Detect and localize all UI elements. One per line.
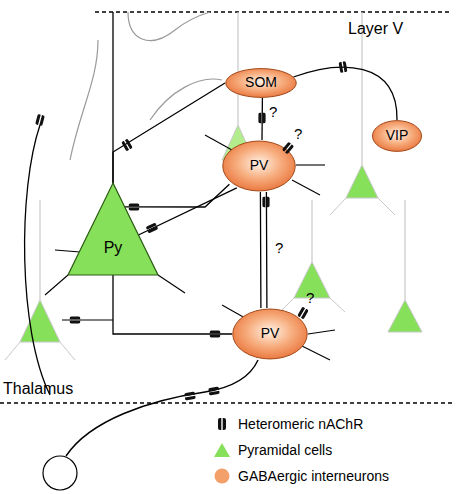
interneuron-body bbox=[226, 69, 297, 98]
interneuron-shape bbox=[372, 120, 422, 152]
interneuron-shape bbox=[222, 140, 296, 192]
dendrite-line bbox=[361, 12, 362, 165]
nachr-receptor bbox=[35, 114, 45, 126]
dendrite-line bbox=[5, 342, 20, 360]
apical-dendrite bbox=[112, 12, 113, 184]
interneuron-node: PV bbox=[232, 308, 308, 360]
dendrite-line bbox=[237, 12, 238, 125]
synaptic-connection bbox=[260, 192, 267, 308]
synaptic-connection bbox=[113, 83, 225, 183]
dendrite-line bbox=[330, 298, 345, 312]
region-label: Thalamus bbox=[3, 380, 73, 398]
swatch-triangle bbox=[214, 443, 230, 457]
legend-text: Pyramidal cells bbox=[238, 442, 332, 458]
dendrite-line bbox=[39, 200, 40, 300]
nachr-receptor bbox=[184, 392, 196, 401]
uncertainty-mark: ? bbox=[294, 126, 302, 143]
synaptic-connection bbox=[293, 67, 397, 120]
nachr-receptor bbox=[210, 330, 221, 337]
pyramidal-cell-body bbox=[68, 183, 158, 275]
interneuron-body bbox=[223, 141, 296, 191]
interneuron-dendrite bbox=[205, 135, 232, 150]
synaptic-connection bbox=[261, 98, 263, 140]
pyramidal-cell-shape bbox=[68, 183, 158, 275]
interneuron-dendrite bbox=[292, 180, 320, 195]
dendrite-line bbox=[150, 79, 222, 120]
interneuron-shape bbox=[232, 308, 308, 360]
cell-label: Py bbox=[104, 239, 123, 257]
dendrite-line bbox=[330, 198, 346, 215]
interneuron-dendrite bbox=[308, 330, 335, 334]
thalamic-neuron bbox=[43, 456, 77, 490]
uncertainty-mark: ? bbox=[275, 240, 283, 257]
dendrite-line bbox=[60, 342, 75, 360]
interneuron-shape bbox=[225, 68, 297, 98]
synaptic-connection bbox=[138, 188, 236, 235]
background-pyramidal-cell bbox=[222, 125, 254, 160]
legend-item: GABAergic interneurons bbox=[214, 468, 389, 484]
dendrite-line bbox=[311, 200, 312, 262]
interneuron-dendrite bbox=[300, 345, 330, 360]
legend-swatch bbox=[214, 442, 230, 458]
background-pyramidal-cell bbox=[294, 262, 330, 298]
cell-label: PV bbox=[250, 158, 269, 173]
layer-boundary bbox=[0, 402, 452, 404]
nachr-receptor bbox=[70, 316, 81, 323]
legend-item: Heteromeric nAChR bbox=[214, 416, 363, 432]
dendrite-line bbox=[378, 198, 395, 215]
background-pyramidal-cell bbox=[346, 165, 378, 198]
dendrite-line bbox=[280, 298, 294, 312]
cell-label: SOM bbox=[245, 75, 277, 90]
nachr-receptor bbox=[146, 222, 159, 233]
nachr-receptor bbox=[208, 387, 220, 396]
nachr-receptor bbox=[297, 307, 309, 320]
legend-swatch bbox=[214, 468, 230, 484]
swatch-receptor bbox=[218, 418, 226, 430]
interneuron-dendrite bbox=[222, 305, 245, 318]
interneuron-node: SOM bbox=[225, 68, 297, 98]
nachr-receptor bbox=[282, 142, 294, 155]
nachr-receptor bbox=[339, 61, 348, 73]
nachr-receptor bbox=[121, 139, 133, 152]
legend-item: Pyramidal cells bbox=[214, 442, 332, 458]
nachr-receptor bbox=[262, 197, 269, 208]
synaptic-connection bbox=[113, 275, 232, 334]
thalamic-axon bbox=[66, 360, 258, 456]
legend-text: GABAergic interneurons bbox=[238, 468, 389, 484]
legend-swatch bbox=[214, 416, 230, 432]
interneuron-body bbox=[233, 309, 307, 359]
background-pyramidal-cell bbox=[20, 300, 60, 342]
layer-label: Layer V bbox=[348, 20, 403, 38]
layer-boundary bbox=[95, 11, 452, 13]
nachr-receptor bbox=[258, 113, 265, 124]
synaptic-connection bbox=[125, 184, 230, 207]
pyramidal-node: Py bbox=[68, 183, 158, 275]
uncertainty-mark: ? bbox=[306, 290, 314, 307]
dendrite-line bbox=[404, 200, 405, 300]
dendrite-line bbox=[128, 12, 210, 40]
uncertainty-mark: ? bbox=[269, 104, 277, 121]
basal-dendrite bbox=[55, 250, 80, 252]
ascending-axon bbox=[25, 125, 50, 395]
nachr-receptor bbox=[129, 203, 140, 210]
swatch-circle bbox=[215, 469, 230, 484]
dendrite-line bbox=[70, 40, 98, 160]
basal-dendrite bbox=[158, 275, 185, 293]
legend-text: Heteromeric nAChR bbox=[238, 416, 363, 432]
interneuron-node: VIP bbox=[372, 120, 422, 152]
interneuron-dendrite bbox=[296, 164, 325, 165]
cell-label: VIP bbox=[386, 128, 409, 143]
basal-dendrite bbox=[45, 275, 68, 295]
interneuron-node: PV bbox=[222, 140, 296, 192]
axon-collateral bbox=[62, 319, 113, 320]
cell-label: PV bbox=[261, 326, 280, 341]
background-pyramidal-cell bbox=[388, 300, 422, 332]
interneuron-body bbox=[373, 121, 422, 152]
